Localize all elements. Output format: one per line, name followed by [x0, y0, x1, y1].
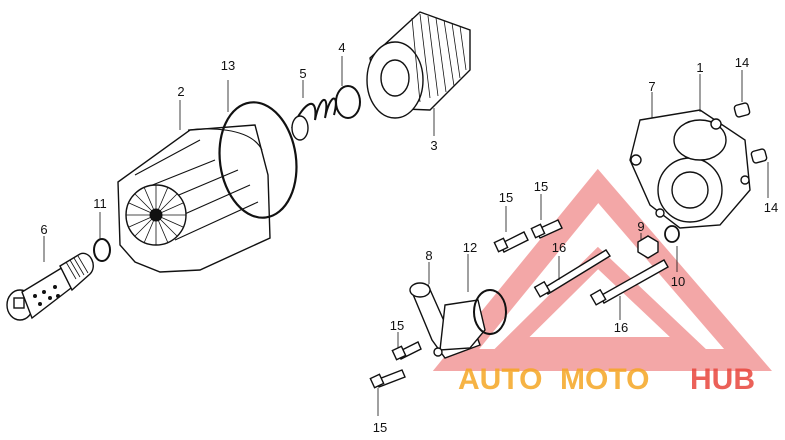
long-bolt-16-b-part [589, 259, 669, 306]
callout-5: 5 [299, 66, 306, 81]
callout-3: 3 [430, 138, 437, 153]
o-ring-11-part [93, 238, 111, 262]
callout-2: 2 [177, 84, 184, 99]
dowel-pin-top-part [733, 102, 751, 118]
bolt-15-d-part [369, 369, 406, 389]
bolt-15-a-part [493, 231, 529, 253]
callout-13: 13 [221, 58, 235, 73]
callout-4: 4 [338, 40, 345, 55]
long-bolt-16-a-part [533, 249, 611, 298]
callout-14-right: 14 [764, 200, 778, 215]
callout-15-d: 15 [373, 420, 387, 435]
nut-9-part [637, 235, 659, 259]
callout-15-b: 15 [534, 179, 548, 194]
filter-cover-part [117, 124, 271, 273]
watermark-hub: HUB [690, 363, 755, 396]
o-ring-13-part [218, 101, 298, 219]
gasket-12-part [473, 289, 507, 335]
callout-14-top: 14 [735, 55, 749, 70]
filter-element-part [366, 11, 471, 119]
callout-7: 7 [648, 79, 655, 94]
washer-4-part [335, 85, 361, 119]
pump-body-part [629, 109, 751, 229]
washer-10-part [664, 225, 680, 243]
callout-16-b: 16 [614, 320, 628, 335]
drain-bolt-part [6, 252, 94, 321]
callout-10: 10 [671, 274, 685, 289]
callout-11: 11 [93, 196, 107, 211]
watermark-text: AUTO MOTO HUB [458, 363, 755, 396]
bolt-15-c-part [391, 341, 422, 361]
elbow-pipe-part [409, 282, 486, 359]
leader-lines [43, 56, 769, 416]
callout-8: 8 [425, 248, 432, 263]
watermark-auto: AUTO [458, 363, 542, 396]
callout-1: 1 [696, 60, 703, 75]
dowel-pin-right-part [750, 148, 768, 164]
callout-15-a: 15 [499, 190, 513, 205]
callout-6: 6 [40, 222, 47, 237]
callout-16-a: 16 [552, 240, 566, 255]
callout-12: 12 [463, 240, 477, 255]
callout-9: 9 [637, 219, 644, 234]
callout-15-c: 15 [390, 318, 404, 333]
bolt-15-b-part [530, 219, 563, 239]
watermark-moto: MOTO [560, 363, 649, 396]
watermark-triangle [432, 168, 773, 371]
